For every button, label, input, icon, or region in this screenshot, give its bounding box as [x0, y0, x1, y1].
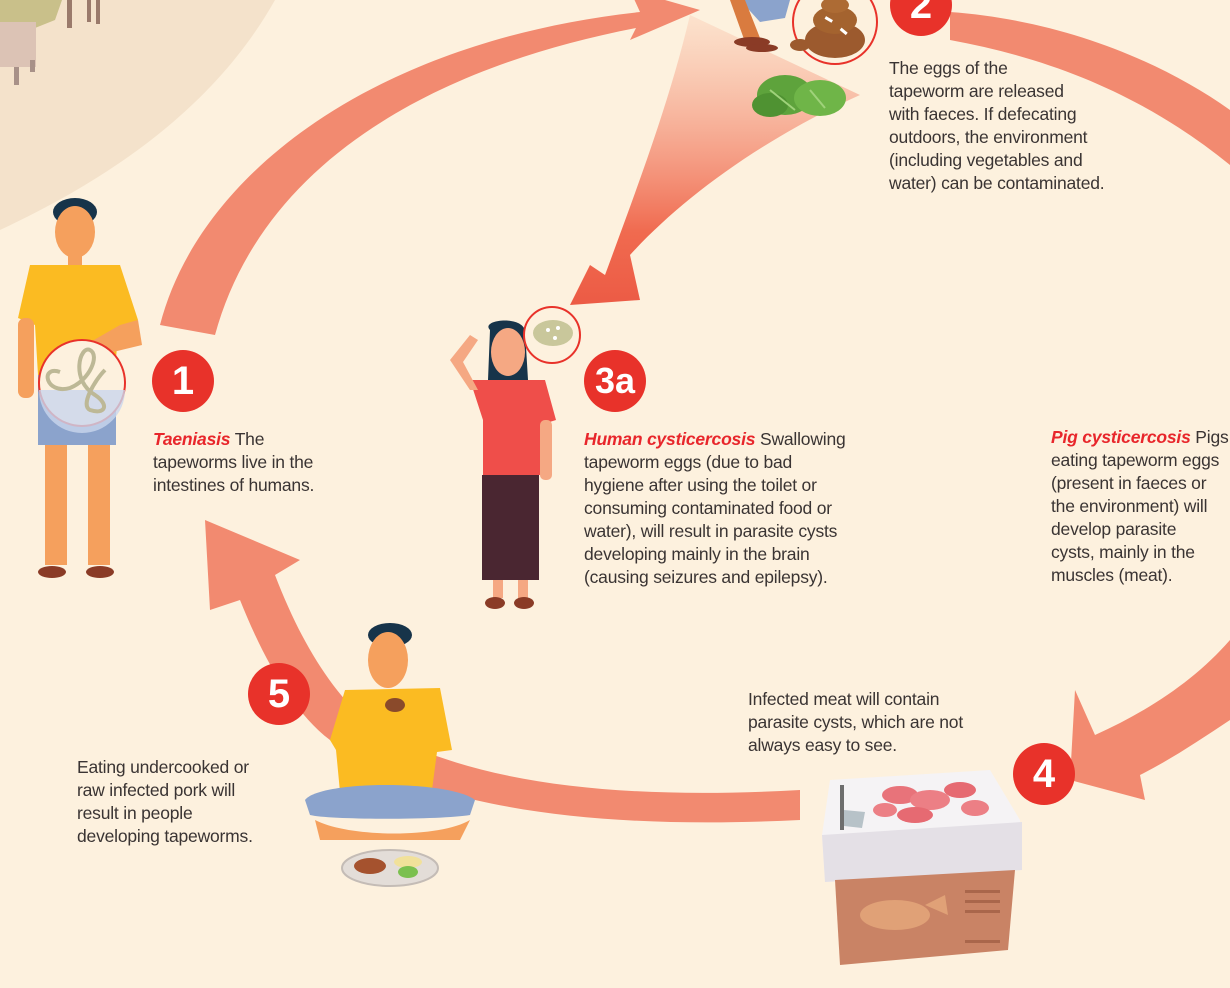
step-5-description: Eating undercooked or raw infected pork …	[77, 757, 253, 846]
lettuce-illustration	[752, 75, 846, 117]
step-4-badge: 4	[1013, 743, 1075, 805]
arrow-step2-to-pig	[950, 12, 1230, 165]
pig-cysticercosis-description: Pig cysticercosis Pigs eating tapeworm e…	[1051, 427, 1229, 585]
arrow-pig-to-step4	[1070, 640, 1230, 800]
step-1-title: Taeniasis	[153, 429, 231, 449]
step-5-badge: 5	[248, 663, 310, 725]
step-2-description: The eggs of the tapeworm are released wi…	[889, 58, 1105, 193]
step-1-description: Taeniasis The tapeworms live in the inte…	[153, 429, 315, 495]
step-3a-title: Human cysticercosis	[584, 429, 756, 449]
village-hut-illustration	[0, 0, 275, 230]
squatting-person-with-faeces-illustration	[730, 0, 878, 65]
meat-stall-with-pig-illustration	[822, 770, 1022, 965]
pig-cysticercosis-title: Pig cysticercosis	[1051, 427, 1191, 447]
step-1-badge: 1	[152, 350, 214, 412]
step-3a-badge: 3a	[584, 350, 646, 412]
arrow-step1-to-step2	[160, 0, 700, 335]
woman-with-headache-brain-cyst-illustration	[450, 306, 581, 609]
step-3a-description: Human cysticercosis Swallowing tapeworm …	[584, 429, 846, 587]
step-4-description: Infected meat will contain parasite cyst…	[748, 689, 963, 755]
man-standing-with-tapeworm-illustration	[18, 198, 142, 578]
man-eating-pork-illustration	[305, 623, 475, 887]
